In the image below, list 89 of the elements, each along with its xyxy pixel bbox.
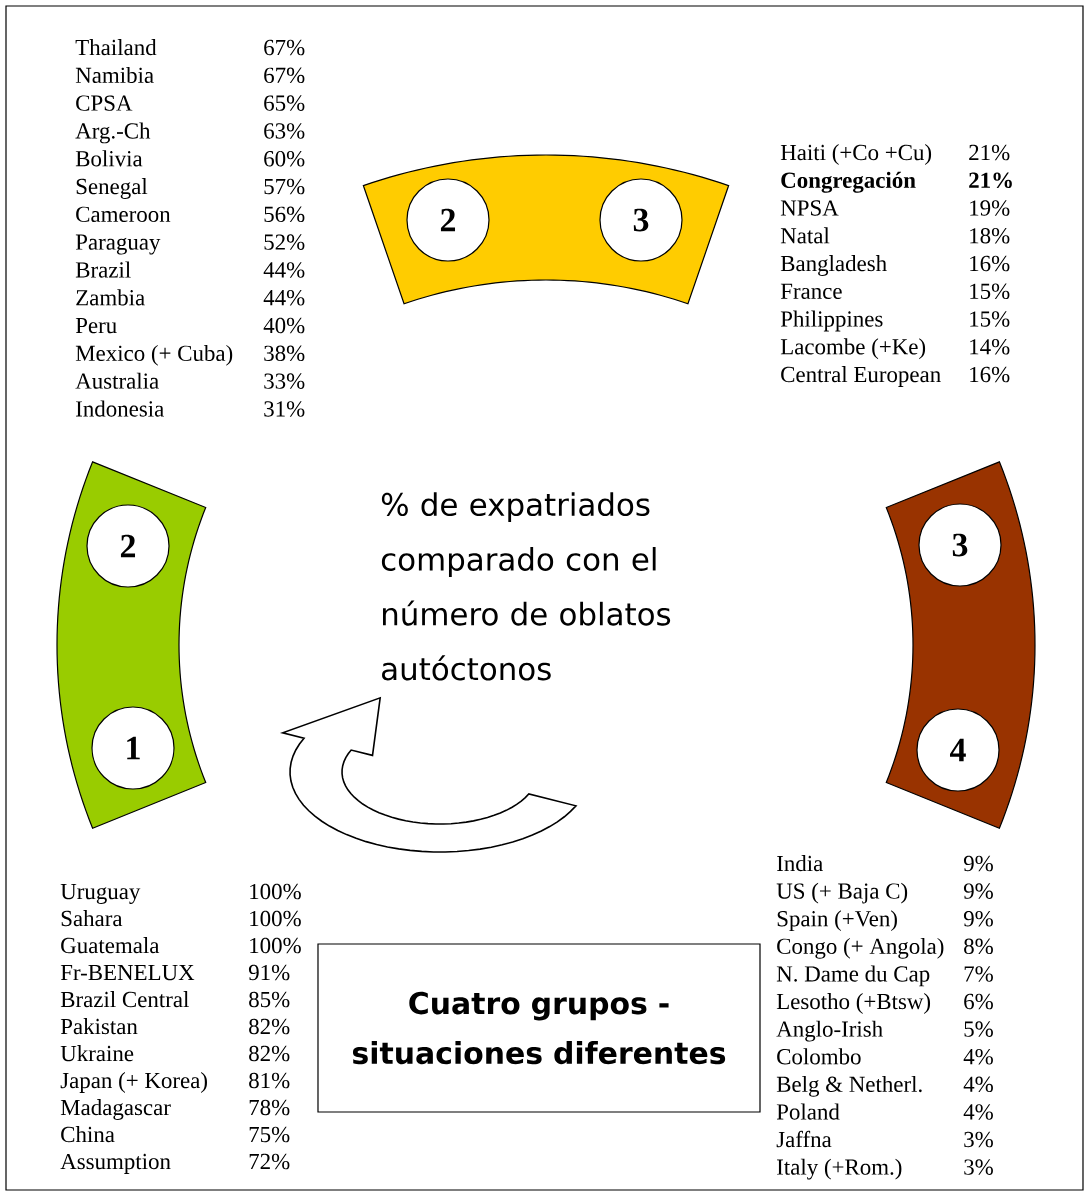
country-name: Namibia [75, 66, 154, 84]
country-name: Ukraine [60, 1045, 134, 1062]
percentage: 100% [250, 910, 301, 927]
country-name: Italy (+Rom.) [777, 1158, 902, 1180]
country-name: Brazil [75, 261, 131, 278]
country-name: Fr-BENELUX [60, 965, 195, 981]
country-name: US (+ Baja C) [776, 882, 908, 904]
country-name: Natal [780, 227, 830, 244]
percentage: 63% [264, 123, 305, 139]
percentage: 15% [970, 311, 1010, 327]
country-name: Jaffna [776, 1130, 832, 1148]
country-name: Spain (+Ven) [777, 910, 897, 932]
percentage: 7% [964, 966, 993, 982]
percentage: 16% [970, 366, 1010, 383]
country-name: Peru [75, 318, 117, 334]
country-name: Paraguay [75, 234, 161, 255]
country-name: Assumption [60, 1153, 171, 1174]
heading: % de expatriados comparado con el número de oblatos autóctonos [381, 492, 671, 681]
percentage: 6% [964, 993, 993, 1010]
country-name: Bangladesh [780, 255, 887, 276]
percentage: 85% [249, 991, 290, 1008]
country-name: Senegal [76, 178, 148, 199]
percentage: 8% [964, 938, 993, 955]
percentage: 40% [263, 317, 305, 334]
percentage: 31% [264, 401, 305, 417]
percentage: 21% [969, 144, 1010, 161]
country-name: Uruguay [60, 884, 141, 904]
percentage: 100% [250, 937, 301, 954]
country-name: Thailand [75, 39, 157, 56]
percentage: 72% [249, 1153, 290, 1170]
country-name: Poland [776, 1103, 840, 1120]
country-name: China [61, 1126, 115, 1143]
country-name: Philippines [780, 310, 883, 332]
percentage: 81% [249, 1072, 290, 1089]
country-name: NPSA [780, 200, 839, 216]
country-name: Sahara [61, 910, 123, 927]
percentage: 91% [248, 964, 290, 981]
country-name: Arg.-Ch [75, 122, 151, 144]
percentage: 82% [249, 1045, 290, 1062]
country-name: Guatemala [61, 937, 160, 954]
percentage: 15% [970, 283, 1010, 300]
country-name: Indonesia [76, 400, 164, 417]
country-name: Australia [75, 372, 159, 389]
country-name: Japan (+ Korea) [60, 1072, 207, 1093]
percentage: 3% [964, 1159, 993, 1175]
percentage: 21% [969, 172, 1012, 189]
percentage: 9% [963, 910, 993, 927]
percentage: 67% [264, 67, 305, 84]
percentage: 9% [963, 883, 993, 899]
percentage: 16% [970, 255, 1010, 272]
text-box: Cuatro grupos - situaciones diferentes [317, 943, 761, 1113]
percentage: 5% [964, 1021, 993, 1037]
percentage: 38% [264, 345, 305, 362]
percentage: 52% [264, 234, 305, 250]
percentage: 60% [264, 150, 305, 167]
country-name: Cameroon [76, 206, 171, 223]
country-name: Haiti (+Co +Cu) [780, 144, 932, 165]
country-name: Lacombe (+Ke) [780, 338, 926, 360]
percentage: 65% [264, 95, 305, 111]
country-name: Madagascar [60, 1099, 171, 1120]
percentage: 100% [250, 883, 301, 900]
country-name: Congregación [781, 171, 916, 193]
percentage: 75% [249, 1126, 290, 1143]
percentage: 78% [249, 1099, 290, 1116]
country-name: Bolivia [75, 150, 143, 167]
percentage: 67% [264, 39, 305, 56]
percentage: 4% [963, 1076, 993, 1093]
country-name: Brazil Central [60, 991, 189, 1008]
percentage: 3% [964, 1131, 993, 1148]
country-name: France [780, 283, 842, 299]
percentage: 82% [249, 1018, 290, 1035]
country-name: Pakistan [60, 1018, 138, 1035]
country-name: Mexico (+ Cuba) [75, 344, 233, 366]
percentage: 19% [970, 200, 1010, 216]
country-name: CPSA [76, 95, 133, 111]
country-name: Congo (+ Angola) [777, 937, 944, 959]
country-name: India [777, 855, 823, 872]
percentage: 4% [963, 1048, 993, 1065]
country-name: Zambia [76, 289, 145, 306]
percentage: 44% [263, 289, 305, 306]
percentage: 56% [264, 206, 305, 223]
country-name: Central European [781, 366, 941, 387]
percentage: 4% [963, 1104, 993, 1120]
percentage: 9% [963, 855, 993, 872]
percentage: 57% [264, 178, 305, 195]
percentage: 44% [263, 262, 305, 278]
percentage: 18% [970, 228, 1010, 244]
percentage: 33% [264, 373, 305, 389]
percentage: 14% [970, 339, 1010, 355]
